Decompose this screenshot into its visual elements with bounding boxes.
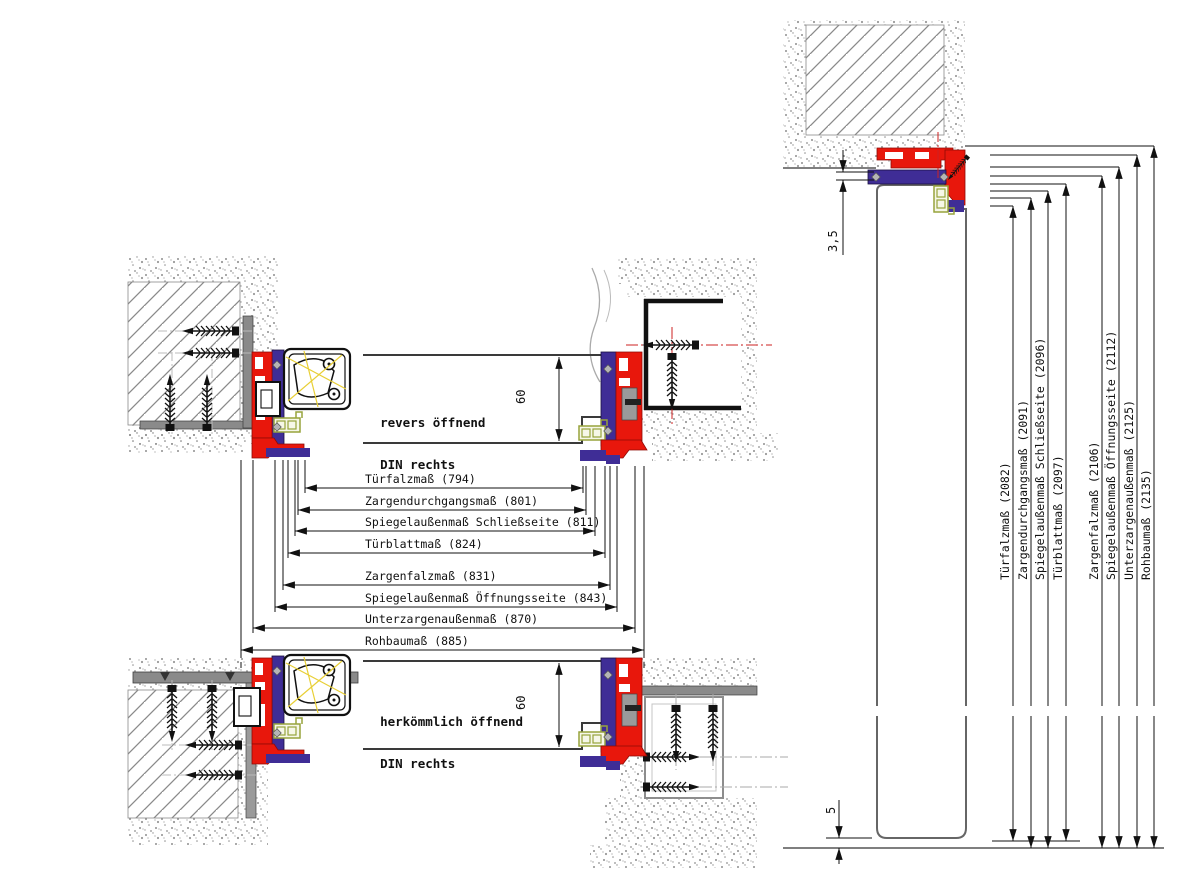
dim-label-unterzarge: Unterzargenaußenmaß (870) xyxy=(365,612,539,626)
vdim-label-zargendurchgang: Zargendurchgangsmaß (2091) xyxy=(1016,399,1030,580)
dim-label-zargenfalzmass: Zargenfalzmaß (831) xyxy=(365,569,497,583)
wall-lintel-right xyxy=(783,20,965,202)
door-leaf-elevation xyxy=(876,184,967,839)
dim-label-zargendurchgang: Zargendurchgangsmaß (801) xyxy=(365,494,539,508)
dimension-chain-horizontal xyxy=(240,460,645,672)
dim-label-spiegel-oeffnung: Spiegelaußenmaß Öffnungsseite (843) xyxy=(365,591,608,605)
vdim-label-rohbaumass: Rohbaumaß (2135) xyxy=(1139,469,1153,580)
vdim-label-spiegel-oeffnung: Spiegelaußenmaß Öffnungsseite (2112) xyxy=(1104,330,1118,580)
frame-profile-closing-top xyxy=(579,352,647,464)
vdim-label-unterzarge: Unterzargenaußenmaß (2125) xyxy=(1122,399,1136,580)
frame-profile-hinge-bottom xyxy=(252,655,350,764)
annotation-revers: revers öffnend DIN rechts xyxy=(365,391,485,475)
dim-label-spiegel-schliess: Spiegelaußenmaß Schließseite (811) xyxy=(365,515,601,529)
dim-label-door-thickness-bottom: 60 xyxy=(514,695,528,710)
dim-label-floor-gap: 5 xyxy=(824,806,838,814)
vdim-label-tuerfalzmass: Türfalzmaß (2082) xyxy=(998,462,1012,580)
frame-profile-head xyxy=(867,132,971,215)
dim-label-tuerblattmass: Türblattmaß (824) xyxy=(365,537,483,551)
dimension-floor-gap xyxy=(826,800,872,864)
wall-top-left xyxy=(127,256,278,453)
frame-profile-closing-bottom xyxy=(579,658,647,770)
dim-label-head-gap: 3,5 xyxy=(826,230,840,252)
old-frame-outline-bottom xyxy=(233,687,261,727)
wall-top-right xyxy=(589,258,778,461)
annotation-line: revers öffnend xyxy=(380,415,486,430)
annotation-line: DIN rechts xyxy=(380,457,456,472)
vdim-label-tuerblattmass: Türblattmaß (2097) xyxy=(1051,455,1065,580)
old-frame-outline-top xyxy=(255,381,281,417)
dimension-head-gap xyxy=(836,150,874,255)
vdim-label-spiegel-schliess: Spiegelaußenmaß Schließseite (2096) xyxy=(1033,337,1047,580)
dim-label-rohbaumass: Rohbaumaß (885) xyxy=(365,634,469,648)
annotation-line: DIN rechts xyxy=(380,756,456,771)
anchor-screw-icon xyxy=(641,339,700,411)
annotation-line: herkömmlich öffnend xyxy=(380,714,524,729)
vdim-label-zargenfalzmass: Zargenfalzmaß (2106) xyxy=(1087,441,1101,580)
wall-bottom-right xyxy=(590,658,788,868)
dim-label-door-thickness-top: 60 xyxy=(514,389,528,404)
annotation-herkoemmlich: herkömmlich öffnend DIN rechts xyxy=(365,690,523,774)
dim-label-tuerfalzmass: Türfalzmaß (794) xyxy=(365,472,476,486)
wall-bottom-left xyxy=(127,658,359,845)
dimension-chain-vertical xyxy=(965,145,1158,848)
